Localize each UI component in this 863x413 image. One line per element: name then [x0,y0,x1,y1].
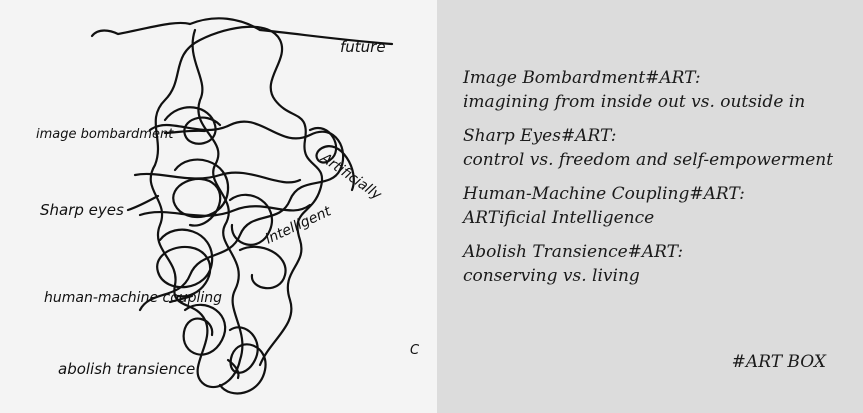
caption-title: Sharp Eyes#ART: [463,124,833,148]
caption-list: Image Bombardment#ART: imagining from in… [463,66,833,298]
caption-subtitle: control vs. freedom and self-empowerment [463,148,833,172]
scribble-stroke-d [240,247,286,288]
label-future: future [340,38,386,56]
label-image-bombardment: image bombardment [36,127,174,142]
label-c-mark: C [410,343,420,358]
caption-title: Human-Machine Coupling#ART: [463,182,833,206]
label-sharp-eyes: Sharp eyes [40,201,124,219]
label-artificially: Artificially [317,150,385,204]
caption-subtitle: conserving vs. living [463,264,833,288]
scribble-loop-2 [157,230,212,297]
caption-subtitle: ARTificial Intelligence [463,206,833,230]
label-line-sharp [128,196,158,210]
scribble-drawing: future image bombardment Artificially Sh… [0,0,437,413]
caption-title: Image Bombardment#ART: [463,66,833,90]
caption-title: Abolish Transience#ART: [463,240,833,264]
caption-image-bombardment: Image Bombardment#ART: imagining from in… [463,66,833,114]
scribble-stroke-a [135,173,300,183]
caption-subtitle: imagining from inside out vs. outside in [463,90,833,114]
scribble-stroke-b [140,205,310,216]
sketch-panel: future image bombardment Artificially Sh… [0,0,437,413]
label-human-machine-coupling: human-machine coupling [44,290,222,306]
caption-abolish-transience: Abolish Transience#ART: conserving vs. l… [463,240,833,288]
text-panel: Image Bombardment#ART: imagining from in… [437,0,863,413]
label-abolish-transience: abolish transience [58,360,195,378]
signature: #ART BOX [732,352,826,372]
caption-human-machine-coupling: Human-Machine Coupling#ART: ARTificial I… [463,182,833,230]
caption-sharp-eyes: Sharp Eyes#ART: control vs. freedom and … [463,124,833,172]
